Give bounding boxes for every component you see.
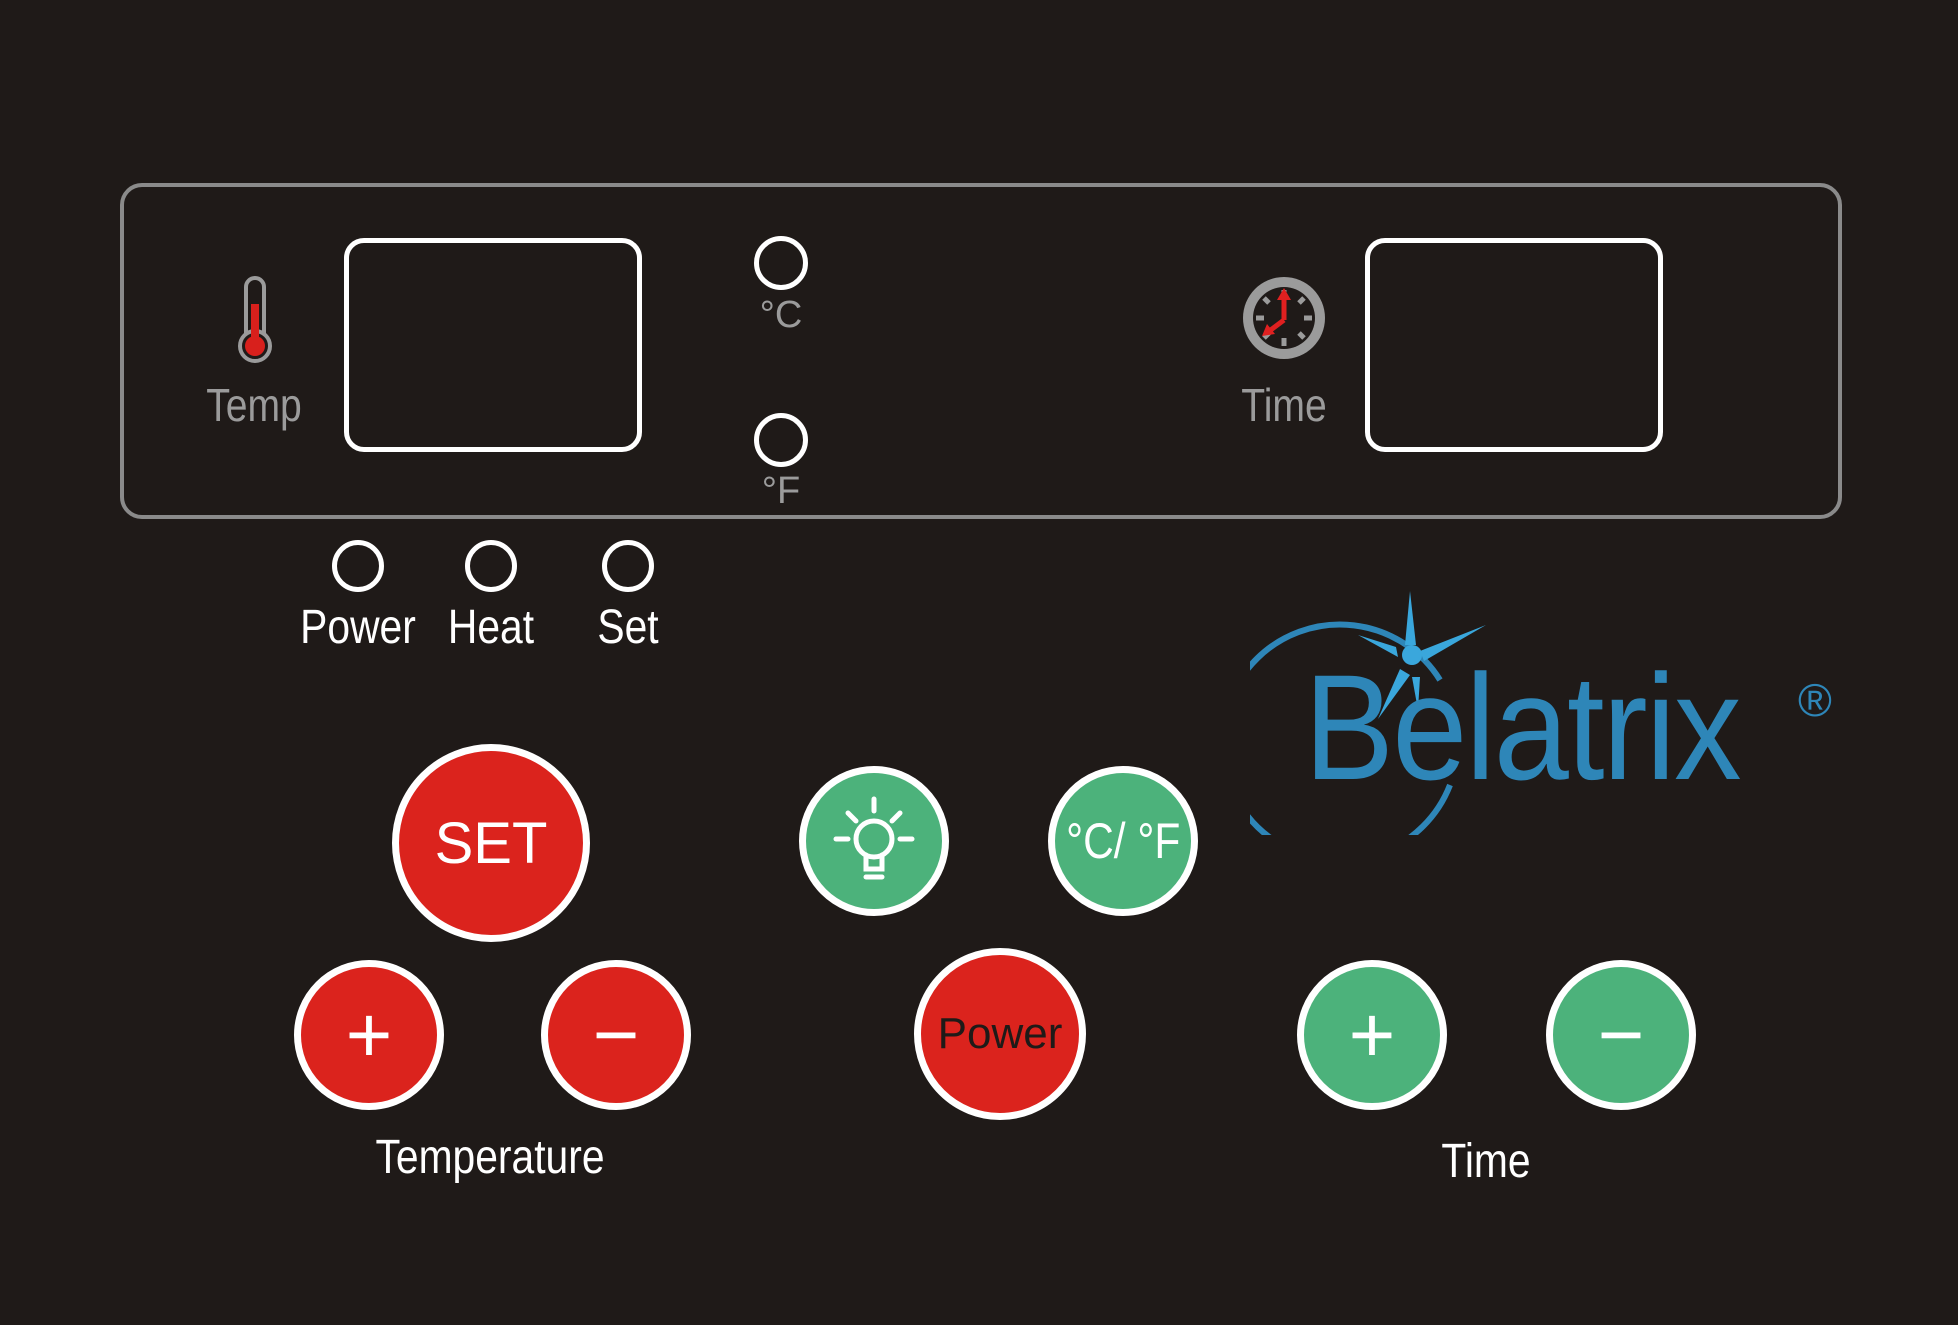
celsius-label: °C (759, 294, 803, 336)
thermometer-icon (232, 274, 278, 366)
clock-icon (1240, 274, 1328, 362)
power-indicator-label: Power (300, 601, 416, 654)
light-bulb-icon (833, 796, 915, 880)
display-panel (120, 183, 1842, 519)
unit-toggle-label: °C/ °F (1065, 813, 1181, 869)
temperature-group-label: Temperature (375, 1131, 605, 1184)
plus-icon: + (345, 990, 393, 1079)
minus-icon: − (1597, 990, 1645, 1079)
time-minus-button[interactable]: − (1546, 960, 1696, 1110)
power-button[interactable]: Power (914, 948, 1086, 1120)
power-indicator (332, 540, 384, 592)
unit-toggle-button[interactable]: °C/ °F (1048, 766, 1198, 916)
brand-logo: Belatrix ® (1250, 585, 1870, 835)
heat-indicator-label: Heat (447, 601, 535, 654)
temperature-display (344, 238, 642, 452)
temperature-plus-button[interactable]: + (294, 960, 444, 1110)
registered-mark: ® (1798, 674, 1832, 726)
set-indicator (602, 540, 654, 592)
fahrenheit-label: °F (761, 470, 801, 512)
plus-icon: + (1348, 990, 1396, 1079)
set-indicator-label: Set (597, 601, 659, 654)
set-button-label: SET (434, 810, 548, 876)
light-button[interactable] (799, 766, 949, 916)
temp-label: Temp (206, 379, 302, 431)
time-label: Time (1241, 379, 1327, 431)
power-button-label: Power (937, 1009, 1063, 1058)
time-group-label: Time (1441, 1135, 1531, 1188)
time-plus-button[interactable]: + (1297, 960, 1447, 1110)
minus-icon: − (592, 990, 640, 1079)
fahrenheit-indicator (754, 413, 808, 467)
heat-indicator (465, 540, 517, 592)
temperature-minus-button[interactable]: − (541, 960, 691, 1110)
set-button[interactable]: SET (392, 744, 590, 942)
time-display (1365, 238, 1663, 452)
brand-name: Belatrix (1304, 643, 1742, 811)
celsius-indicator (754, 236, 808, 290)
